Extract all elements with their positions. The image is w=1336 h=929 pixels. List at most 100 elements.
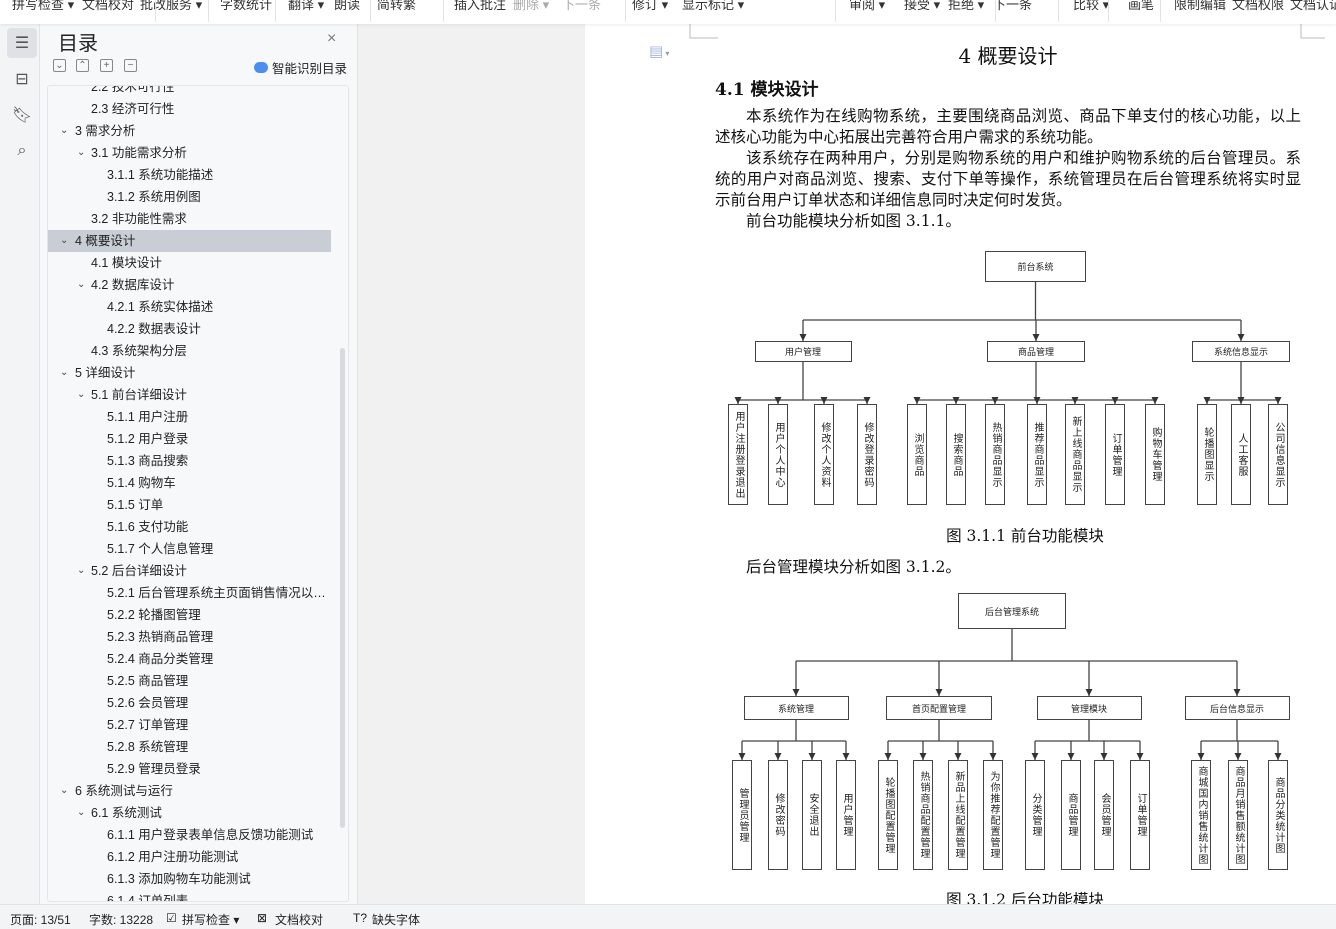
toolbar-button[interactable]: 简转繁 <box>377 0 417 12</box>
toc-item-label: 5.2.9 管理员登录 <box>107 762 201 776</box>
toc-item[interactable]: 5.1.1 用户注册 <box>48 406 331 428</box>
chevron-down-icon[interactable]: ⌄ <box>77 279 86 290</box>
toc-icon[interactable]: ☰ <box>7 28 37 58</box>
toolbar-button[interactable]: 插入批注 <box>454 0 507 12</box>
toc-item[interactable]: 5.2.7 订单管理 <box>48 714 331 736</box>
toolbar-button[interactable]: 拼写检查 ▾ <box>12 0 75 12</box>
chevron-down-icon[interactable]: ⌄ <box>77 389 86 400</box>
toc-item-label: 3 需求分析 <box>75 124 136 138</box>
arrow-head <box>954 753 962 760</box>
toc-item[interactable]: 4.1 模块设计 <box>48 252 331 274</box>
toc-item[interactable]: ⌄5 详细设计 <box>48 362 331 384</box>
toc-item[interactable]: ⌄ 3 需求分析 <box>48 120 331 142</box>
toc-item[interactable]: 5.2.4 商品分类管理 <box>48 648 331 670</box>
toc-item[interactable]: ⌄6.1 系统测试 <box>48 802 331 824</box>
toolbar-button[interactable]: 文档校对 <box>82 0 135 12</box>
toc-item[interactable]: ⌄4.2 数据库设计 <box>48 274 331 296</box>
toc-item[interactable]: 4.2.1 系统实体描述 <box>48 296 331 318</box>
toc-item[interactable]: ⌄6 系统测试与运行 <box>48 780 331 802</box>
toolbar-button[interactable]: 删除 ▾ <box>513 0 550 12</box>
word-count[interactable]: 字数: 13228 <box>89 913 154 927</box>
toolbar-button[interactable]: 文档认证 <box>1290 0 1336 12</box>
toc-item[interactable]: 6.1.4 订单列表 <box>48 890 331 901</box>
toc-item[interactable]: 3.1.1 系统功能描述 <box>48 164 331 186</box>
toolbar-separator <box>208 0 209 22</box>
toc-item[interactable]: 5.1.3 商品搜索 <box>48 450 331 472</box>
toolbar-button[interactable]: 拒绝 ▾ <box>948 0 985 12</box>
toc-item[interactable]: 4.2.2 数据表设计 <box>48 318 331 340</box>
toc-item-label: 3.1.2 系统用例图 <box>107 190 201 204</box>
toc-item[interactable]: ⌄3.1 功能需求分析 <box>48 142 331 164</box>
chevron-down-icon[interactable]: ⌄ <box>60 235 69 246</box>
missing-font-button[interactable]: 缺失字体 <box>372 913 421 927</box>
toc-item[interactable]: 2.3 经济可行性 <box>48 98 331 120</box>
toc-item[interactable]: ⌄5.1 前台详细设计 <box>48 384 331 406</box>
smart-toc-button[interactable]: 智能识别目录 <box>254 58 347 77</box>
diagram-leaf-node: 为你推荐配置管理 <box>983 760 1003 870</box>
chevron-down-icon[interactable]: ⌄ <box>77 147 86 158</box>
expand-all-button[interactable]: + <box>100 59 113 72</box>
toc-item[interactable]: 5.2.5 商品管理 <box>48 670 331 692</box>
chevron-down-icon[interactable]: ⌄ <box>60 785 69 796</box>
toc-item[interactable]: 3.2 非功能性需求 <box>48 208 331 230</box>
collapse-all-button[interactable]: − <box>124 59 137 72</box>
toc-item[interactable]: 5.1.6 支付功能 <box>48 516 331 538</box>
chevron-down-icon[interactable]: ⌄ <box>60 125 69 136</box>
search-icon[interactable]: ⌕ <box>17 142 27 159</box>
toc-item[interactable]: 5.2.1 后台管理系统主页面销售情况以… <box>48 582 331 604</box>
page-gutter <box>358 24 585 904</box>
toolbar-separator <box>625 0 626 22</box>
toolbar-button[interactable]: 朗读 <box>334 0 361 12</box>
toolbar-button[interactable]: 下一条 <box>562 0 602 12</box>
chevron-down-icon[interactable]: ⌄ <box>77 807 86 818</box>
status-bar: 页面: 13/51 字数: 13228 ☑ 拼写检查 ▾ ⊠ 文档校对 T? 缺… <box>0 904 1336 929</box>
toc-item[interactable]: 5.2.3 热销商品管理 <box>48 626 331 648</box>
diagram-leaf-node: 轮播图配置管理 <box>878 760 898 870</box>
toc-item[interactable]: 6.1.1 用户登录表单信息反馈功能测试 <box>48 824 331 846</box>
toc-item[interactable]: 5.1.2 用户登录 <box>48 428 331 450</box>
toolbar-button[interactable]: 画笔 <box>1128 0 1155 12</box>
toc-item[interactable]: 5.1.5 订单 <box>48 494 331 516</box>
diagram-leaf-node: 新品上线配置管理 <box>948 760 968 870</box>
arrow-head <box>774 397 782 404</box>
diagram-leaf-node: 修改个人资料 <box>814 404 834 505</box>
toc-scrollbar[interactable] <box>340 348 345 828</box>
toc-item[interactable]: ⌄4 概要设计 <box>48 230 331 252</box>
chevron-down-icon[interactable]: ⌄ <box>77 565 86 576</box>
arrow-head <box>1031 753 1039 760</box>
paragraph-format-icon[interactable]: ▤ ▾ <box>649 43 670 60</box>
toc-item[interactable]: 3.1.2 系统用例图 <box>48 186 331 208</box>
toc-item[interactable]: 4.3 系统架构分层 <box>48 340 331 362</box>
toc-item[interactable]: 5.2.8 系统管理 <box>48 736 331 758</box>
bookmark-icon[interactable]: 🔖︎ <box>11 107 33 124</box>
toc-item[interactable]: 6.1.2 用户注册功能测试 <box>48 846 331 868</box>
toc-item[interactable]: 5.1.7 个人信息管理 <box>48 538 331 560</box>
toolbar-button[interactable]: 字数统计 <box>220 0 273 12</box>
toc-item[interactable]: 5.2.2 轮播图管理 <box>48 604 331 626</box>
spell-check-button[interactable]: 拼写检查 ▾ <box>182 913 240 927</box>
toolbar-button[interactable]: 下一条 <box>993 0 1033 12</box>
toolbar-button[interactable]: 比较 ▾ <box>1073 0 1110 12</box>
proofread-button[interactable]: 文档校对 <box>275 913 324 927</box>
toc-item[interactable]: 5.1.4 购物车 <box>48 472 331 494</box>
navigation-icon[interactable]: ⊟ <box>15 71 29 88</box>
collapse-up-button[interactable]: ⌃ <box>76 59 89 72</box>
toc-item[interactable]: 6.1.3 添加购物车功能测试 <box>48 868 331 890</box>
toolbar-button[interactable]: 翻译 ▾ <box>288 0 325 12</box>
toolbar-button[interactable]: 修订 ▾ <box>632 0 669 12</box>
toolbar-button[interactable]: 审阅 ▾ <box>849 0 886 12</box>
toolbar-button[interactable]: 批改服务 ▾ <box>140 0 203 12</box>
toc-item[interactable]: 5.2.6 会员管理 <box>48 692 331 714</box>
toolbar-button[interactable]: 显示标记 ▾ <box>682 0 745 12</box>
toc-item[interactable]: 5.2.9 管理员登录 <box>48 758 331 780</box>
chevron-down-icon[interactable]: ⌄ <box>60 367 69 378</box>
close-icon[interactable]: × <box>327 30 337 47</box>
toc-item[interactable]: ⌄5.2 后台详细设计 <box>48 560 331 582</box>
toolbar-button[interactable]: 文档权限 <box>1232 0 1285 12</box>
toolbar-button[interactable]: 限制编辑 <box>1174 0 1227 12</box>
arrow-head <box>1136 753 1144 760</box>
diagram-root-node: 前台系统 <box>985 251 1086 282</box>
expand-down-button[interactable]: ⌄ <box>53 59 66 72</box>
toc-item[interactable]: 2.2 技术可行性 <box>48 86 331 98</box>
toolbar-button[interactable]: 接受 ▾ <box>904 0 941 12</box>
